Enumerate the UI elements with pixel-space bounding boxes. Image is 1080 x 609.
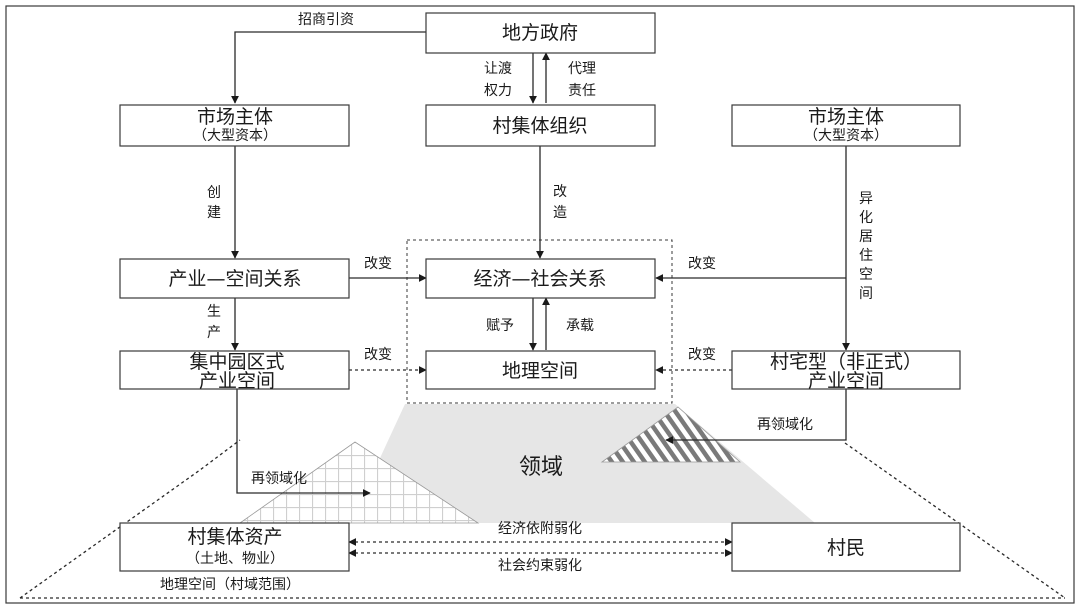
label-reterritorialize-right: 再领域化 (757, 417, 813, 433)
label-change-right-lower: 改变 (688, 347, 716, 363)
node-village-residential: 村宅型（非正式） 产业空间 (731, 350, 961, 392)
arrow-reterritorialize-right (665, 389, 847, 444)
label-change-left-lower: 改变 (364, 347, 392, 363)
node-industry-space-relation-label: 产业—空间关系 (168, 268, 301, 290)
outer-frame (5, 5, 1075, 604)
label-econ-dependence-weaken: 经济依附弱化 (498, 521, 582, 537)
label-territory: 领域 (519, 455, 563, 480)
node-villagers-label: 村民 (827, 537, 865, 559)
label-endow: 赋予 (486, 318, 514, 334)
label-alienate-5: 空 (859, 267, 873, 283)
node-industrial-park: 集中园区式 产业空间 (119, 350, 350, 392)
node-village-residential-line2: 产业空间 (808, 370, 884, 392)
label-alienate-6: 间 (859, 286, 873, 302)
label-create-1: 创 (207, 185, 221, 201)
label-alienate-2: 化 (859, 210, 873, 226)
label-geo-space-scope: 地理空间（村域范围） (160, 576, 300, 593)
node-village-collective-label: 村集体组织 (492, 115, 587, 137)
label-reterritorialize-left: 再领域化 (251, 471, 307, 487)
node-econ-social-relation: 经济—社会关系 (425, 258, 656, 299)
node-villagers: 村民 (731, 522, 961, 572)
label-change-left-upper: 改变 (364, 256, 392, 272)
park-territory-triangle (238, 441, 480, 524)
node-village-assets-title: 村集体资产 (187, 526, 282, 548)
node-local-government-label: 地方政府 (502, 22, 578, 44)
node-geo-space: 地理空间 (425, 350, 656, 390)
node-industrial-park-line2: 产业空间 (199, 370, 275, 392)
node-village-assets-sub: （土地、物业） (186, 551, 284, 567)
label-social-constraint-weaken: 社会约束弱化 (498, 558, 582, 574)
node-industrial-park-line1: 集中园区式 (189, 351, 284, 373)
node-market-left-sub: （大型资本） (193, 128, 277, 144)
label-carry: 承载 (566, 318, 594, 334)
label-transfer-power-1: 让渡 (484, 61, 512, 77)
label-alienate-3: 居 (859, 229, 873, 245)
node-industry-space-relation: 产业—空间关系 (119, 258, 350, 299)
arrow-reterritorialize-left (236, 389, 371, 497)
village-scope-boundary-right (844, 442, 1066, 599)
label-produce-2: 产 (207, 325, 221, 341)
node-village-assets: 村集体资产 （土地、物业） (119, 522, 350, 572)
label-proxy-responsibility-2: 责任 (568, 83, 596, 99)
node-market-right-sub: （大型资本） (804, 128, 888, 144)
node-market-right: 市场主体 （大型资本） (731, 104, 961, 147)
arrow-attract-investment (231, 31, 426, 104)
label-attract-investment: 招商引资 (298, 12, 354, 28)
node-local-government: 地方政府 (425, 12, 656, 54)
label-alienate-1: 异 (859, 191, 873, 207)
label-produce-1: 生 (207, 304, 221, 320)
label-transform-2: 造 (553, 205, 567, 221)
node-market-left: 市场主体 （大型资本） (119, 104, 350, 147)
village-territory-triangle (600, 406, 742, 463)
label-proxy-responsibility-1: 代理 (568, 61, 596, 77)
label-create-2: 建 (207, 205, 221, 221)
node-market-right-title: 市场主体 (808, 106, 884, 128)
node-geo-space-label: 地理空间 (502, 360, 578, 382)
node-econ-social-relation-label: 经济—社会关系 (473, 268, 606, 290)
label-alienate-4: 住 (859, 248, 873, 264)
label-transform-1: 改 (553, 184, 567, 200)
node-market-left-title: 市场主体 (197, 106, 273, 128)
village-scope-boundary (19, 439, 241, 599)
node-village-residential-line1: 村宅型（非正式） (770, 351, 922, 373)
node-village-collective: 村集体组织 (425, 104, 656, 147)
label-change-right-upper: 改变 (688, 256, 716, 272)
label-transfer-power-2: 权力 (484, 83, 512, 99)
